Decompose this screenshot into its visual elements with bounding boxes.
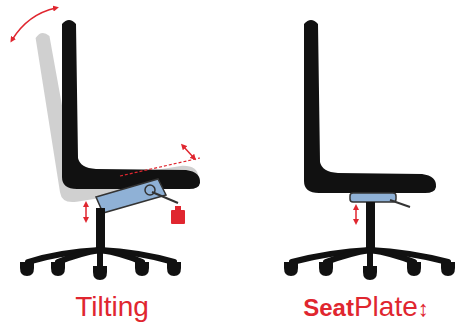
gas-column (366, 202, 375, 252)
seat-plate (350, 193, 396, 202)
caption: Tilting (75, 290, 149, 324)
caption: SeatPlate↕ (303, 290, 429, 326)
chair-wheels (20, 262, 181, 280)
backrest-tilt-arrow (12, 8, 56, 40)
height-arrow (355, 207, 357, 222)
weight-icon (171, 206, 185, 224)
caption-text: Tilting (75, 290, 149, 324)
caption-text: ↕ (418, 292, 429, 326)
tilt-lever (152, 192, 178, 203)
tilt-reference (120, 158, 200, 176)
chair-base (292, 250, 448, 268)
seatplate-chair-body (304, 20, 436, 193)
caption-text: Plate (354, 290, 418, 324)
chair-base (28, 250, 174, 268)
caption-text: Seat (303, 291, 354, 325)
tilted-ghost (35, 12, 199, 204)
chair-wheels (284, 262, 455, 280)
height-lever (390, 200, 410, 207)
gas-column (96, 208, 105, 252)
height-arrow (85, 204, 87, 220)
seat-tilt-arrow (183, 146, 194, 158)
tilting-chair-body (62, 20, 200, 189)
tilt-mechanism (96, 179, 166, 213)
